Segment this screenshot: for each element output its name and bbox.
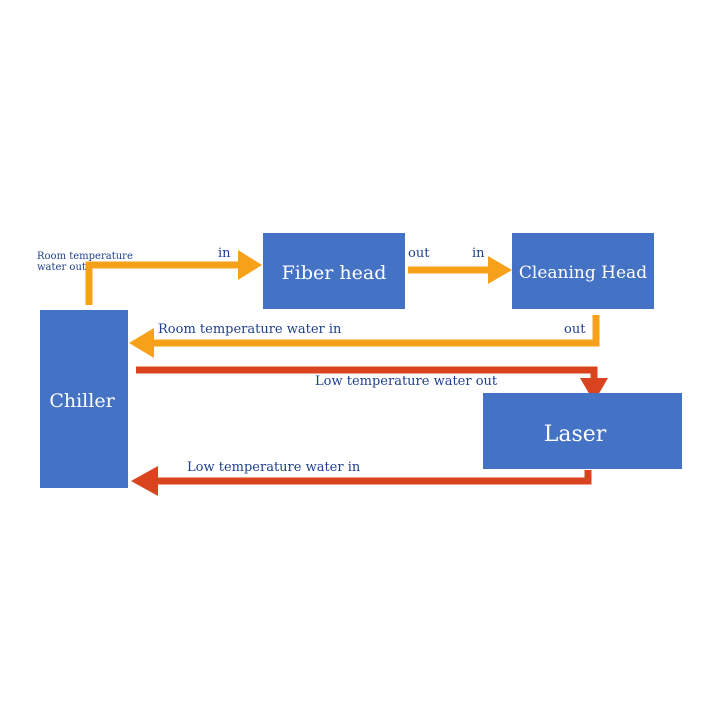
fiber-in-label: in (218, 246, 231, 261)
room-temperature-loop (85, 250, 600, 358)
room-water-in-arrowhead (129, 328, 154, 358)
room-water-return-pipe (152, 315, 600, 347)
cleaning-head-box: Cleaning Head (512, 233, 654, 309)
room-water-out-label-line2: water out (37, 262, 86, 273)
fiber-in-arrowhead (238, 250, 262, 280)
fiber-head-box: Fiber head (263, 233, 405, 309)
room-water-out-pipe (85, 261, 240, 305)
fiber-out-label: out (408, 246, 430, 261)
low-water-in-arrowhead (131, 466, 158, 496)
cleaning-out-label: out (564, 322, 586, 337)
cleaning-in-arrowhead (488, 256, 512, 284)
chiller-box: Chiller (40, 310, 128, 488)
chiller-label: Chiller (49, 390, 115, 412)
fiber-head-label: Fiber head (282, 262, 387, 284)
low-water-out-pipe (136, 366, 598, 378)
room-water-in-label: Room temperature water in (158, 322, 342, 337)
laser-in-arrowhead (580, 378, 608, 402)
laser-label: Laser (544, 422, 607, 447)
cleaning-head-label: Cleaning Head (519, 263, 647, 283)
low-temperature-loop (131, 366, 608, 496)
low-water-in-label: Low temperature water in (187, 460, 361, 475)
low-water-out-label: Low temperature water out (315, 374, 498, 389)
low-water-return-pipe (156, 470, 592, 485)
laser-box: Laser (483, 393, 682, 469)
room-water-out-label-line1: Room temperature (37, 251, 133, 262)
cleaning-in-label: in (472, 246, 485, 261)
